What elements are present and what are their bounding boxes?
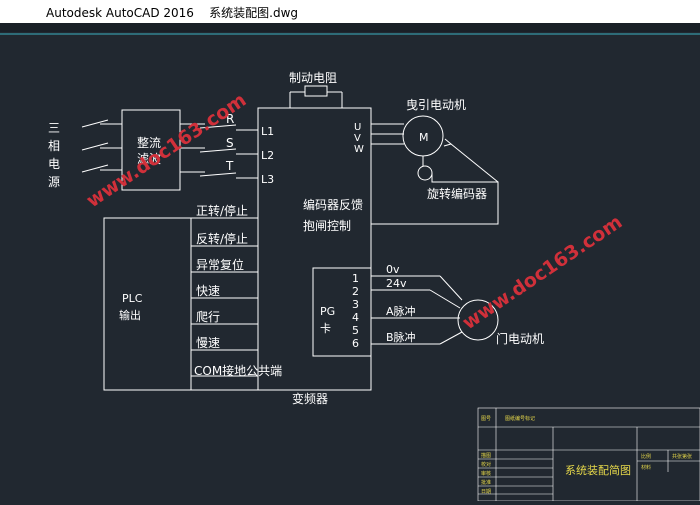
- brake-resistor-label: 制动电阻: [289, 71, 337, 85]
- pg-pin-5: 5: [352, 324, 359, 337]
- pg-signal-24v: 24v: [386, 277, 407, 290]
- pg-card-label-2: 卡: [320, 322, 331, 335]
- tb-cell-review: 审核: [481, 470, 491, 477]
- power-input-char-1: 三: [48, 121, 60, 135]
- watermark-2: www.doc163.com: [458, 211, 626, 334]
- pg-pin-6: 6: [352, 337, 359, 350]
- plc-label-1: PLC: [122, 292, 143, 305]
- window-title: Autodesk AutoCAD 2016 系统装配图.dwg: [46, 6, 299, 20]
- tb-drawing-title: 系统装配简图: [565, 463, 631, 477]
- traction-motor-label: 曳引电动机: [406, 98, 466, 112]
- plc-signal-com: COM接地公共端: [194, 363, 282, 378]
- inverter-output-v: V: [354, 133, 361, 144]
- plc-box: [103, 217, 192, 391]
- ribbon-strip: [0, 23, 700, 32]
- window-title-bar: Autodesk AutoCAD 2016 系统装配图.dwg: [0, 0, 700, 24]
- inverter-input-l1: L1: [261, 125, 274, 138]
- inverter-input-l3: L3: [261, 173, 274, 186]
- tb-cell-trace: 描图: [481, 452, 491, 459]
- rectifier-box: [121, 109, 181, 191]
- phase-lines: [180, 123, 258, 179]
- power-input-char-4: 源: [48, 175, 60, 189]
- plc-signal-creep: 爬行: [196, 310, 220, 324]
- door-motor: [457, 299, 499, 341]
- encoder-label: 旋转编码器: [427, 186, 487, 201]
- pg-output-lines: [371, 275, 463, 345]
- pg-card-box: [312, 267, 372, 357]
- door-motor-label: 门电动机: [496, 331, 544, 346]
- tb-cell-sheets: 共张第张: [672, 453, 692, 460]
- tb-cell-approve: 批准: [481, 479, 491, 486]
- tb-cell-date: 日期: [481, 489, 491, 495]
- tb-cell-check: 校对: [481, 461, 491, 468]
- tb-cell-scale: 比例: [641, 453, 651, 460]
- plc-signal-slow: 慢速: [196, 336, 220, 350]
- inverter-box: [257, 107, 372, 391]
- plc-signal-forward: 正转/停止: [196, 203, 248, 218]
- rectifier-label-1: 整流: [137, 135, 161, 150]
- pg-pin-2: 2: [352, 285, 359, 298]
- pg-signal-b: B脉冲: [386, 330, 416, 344]
- plc-signal-reverse: 反转/停止: [196, 231, 248, 246]
- pg-pin-4: 4: [352, 311, 359, 324]
- motor-feed-lines: [371, 123, 404, 145]
- phase-label-r: R: [226, 112, 234, 126]
- brake-resistor: [289, 85, 343, 108]
- inverter-output-u: U: [354, 122, 361, 133]
- rectifier-label-2: 滤波: [137, 152, 161, 166]
- plc-signal-reset: 异常复位: [196, 257, 244, 272]
- tb-cell-drawing-mark: 图纸编号标记: [505, 415, 535, 422]
- power-input-lines: [81, 119, 122, 173]
- power-input-char-3: 电: [48, 157, 60, 171]
- plc-signal-grid: [191, 217, 258, 391]
- schematic-drawing: 三 相 电 源 整流 滤波 R S T L1 L2 L3 U V W 制动电阻 …: [0, 33, 700, 502]
- plc-label-2: 输出: [119, 308, 141, 322]
- brake-control-label: 抱闸控制: [303, 218, 351, 233]
- pg-pin-1: 1: [352, 272, 359, 285]
- inverter-input-l2: L2: [261, 149, 274, 162]
- encoder-feedback-label: 编码器反馈: [303, 197, 363, 212]
- pg-card-label-1: PG: [320, 305, 335, 318]
- tb-cell-drawing-no: 图号: [481, 416, 491, 422]
- inverter-output-w: W: [354, 144, 364, 155]
- watermark-1: www.doc163.com: [82, 89, 250, 212]
- motor-symbol: M: [419, 131, 429, 144]
- plc-signal-fast: 快速: [196, 284, 220, 298]
- pg-pin-3: 3: [352, 298, 359, 311]
- inverter-label: 变频器: [292, 391, 328, 406]
- tb-cell-material: 材料: [641, 464, 651, 471]
- phase-label-s: S: [226, 136, 234, 150]
- phase-label-t: T: [225, 159, 234, 173]
- drawing-canvas[interactable]: 三 相 电 源 整流 滤波 R S T L1 L2 L3 U V W 制动电阻 …: [0, 32, 700, 502]
- rotary-encoder: [417, 165, 433, 181]
- pg-signal-0v: 0v: [386, 263, 400, 276]
- pg-signal-a: A脉冲: [386, 304, 416, 318]
- power-input-char-2: 相: [48, 139, 60, 153]
